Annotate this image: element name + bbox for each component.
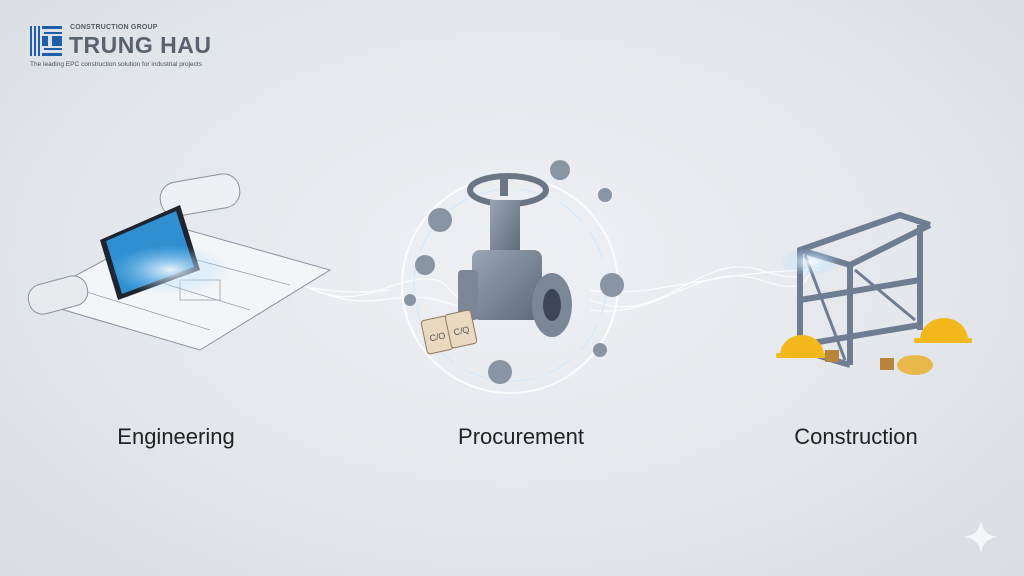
blueprint-tablet-icon xyxy=(27,173,332,351)
logo-name-text: TRUNG HAU xyxy=(69,32,212,58)
tag-cq: C/Q xyxy=(453,324,471,337)
tag-co: C/O xyxy=(429,330,447,343)
hard-hats-icon xyxy=(776,318,972,375)
logo-mark-icon xyxy=(30,26,62,56)
certificate-tags: C/O C/Q xyxy=(420,309,478,355)
logo-tagline: The leading EPC construction solution fo… xyxy=(30,61,202,68)
sparkle-icon xyxy=(963,519,999,555)
stage-label-construction: Construction xyxy=(794,424,918,449)
gate-valve-icon xyxy=(401,160,624,394)
steel-frame-icon xyxy=(797,211,932,368)
logo-group-text: CONSTRUCTION GROUP xyxy=(70,24,158,31)
gear-icons xyxy=(404,160,624,384)
stage-label-procurement: Procurement xyxy=(458,424,584,449)
stage-label-engineering: Engineering xyxy=(117,424,235,449)
